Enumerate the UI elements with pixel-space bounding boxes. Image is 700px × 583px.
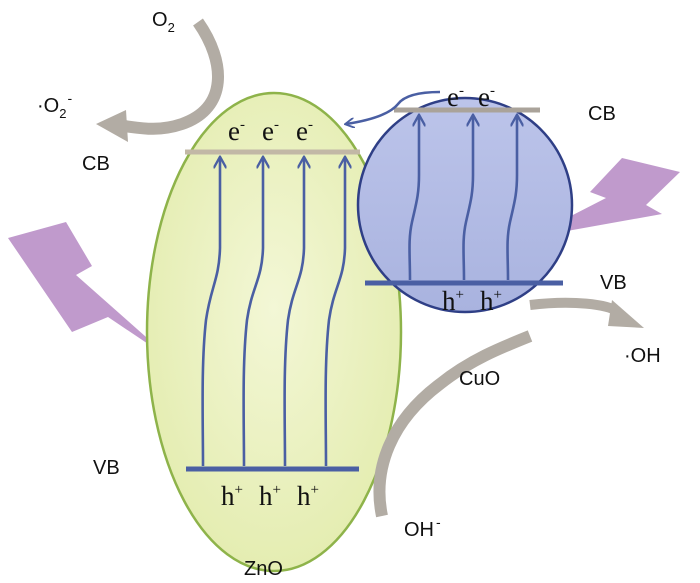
reaction-arrow-oh-from-cuo: [529, 297, 644, 328]
cuo-hole: h+: [442, 286, 464, 316]
cuo-excitation-arrow: [408, 116, 420, 281]
cuo-hole: h+: [480, 286, 502, 316]
zno-electron: e-: [262, 116, 279, 146]
zno-hole: h+: [297, 481, 319, 511]
cuo-excitation-arrow: [506, 116, 518, 281]
hydroxyl-radical-label: ·OH: [624, 345, 661, 367]
zno-hole: h+: [259, 481, 281, 511]
electron-transfer-arrow: [346, 90, 441, 124]
reaction-arrow-o2-to-superoxide: [96, 18, 224, 142]
zno-cb-label: CB: [82, 153, 110, 175]
cuo-excitation-arrow: [462, 116, 474, 281]
cuo-particle: [356, 96, 574, 314]
zno-excitation-arrow: [201, 158, 220, 467]
zno-particle: [145, 91, 403, 573]
light-bolt-right-icon: [528, 158, 680, 238]
zno-vb-label: VB: [93, 457, 120, 479]
zno-electron: e-: [296, 116, 313, 146]
zno-electron: e-: [228, 116, 245, 146]
o2-label: O2: [152, 9, 175, 35]
zno-excitation-arrow: [283, 158, 304, 467]
zno-excitation-arrows: [201, 158, 345, 467]
hydroxide-label: OH-: [404, 514, 441, 541]
zno-name-label: ZnO: [244, 558, 283, 580]
cuo-electron: e-: [447, 82, 464, 112]
cuo-excitation-arrows: [408, 116, 518, 281]
cuo-electron: e-: [478, 82, 495, 112]
zno-excitation-arrow: [324, 158, 345, 467]
zno-hole: h+: [221, 481, 243, 511]
light-bolt-left-icon: [8, 222, 172, 360]
cuo-name-label: CuO: [459, 368, 500, 390]
zno-excitation-arrow: [242, 158, 263, 467]
reaction-arrow-oh-minus: [373, 330, 533, 518]
cuo-cb-label: CB: [588, 103, 616, 125]
superoxide-label: ·O2-: [37, 90, 72, 121]
cuo-vb-label: VB: [600, 272, 627, 294]
